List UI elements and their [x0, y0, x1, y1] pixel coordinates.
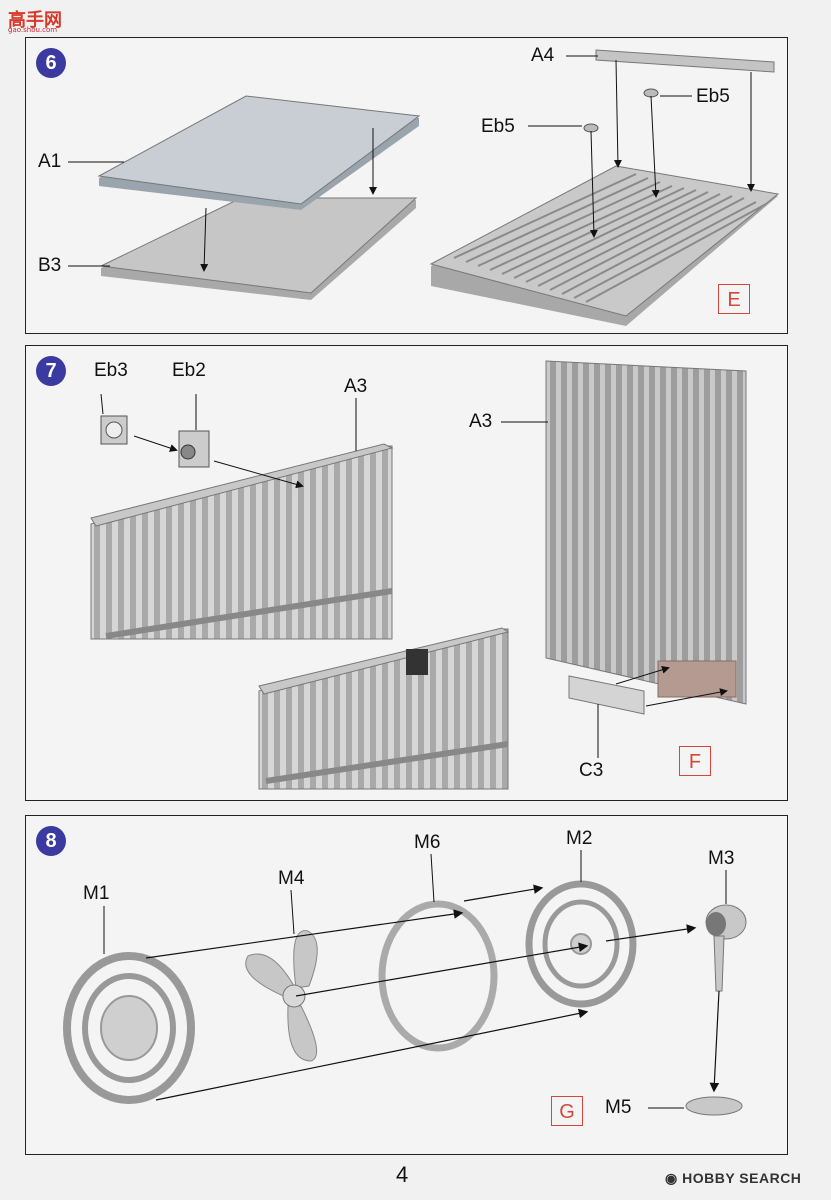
part-label-a3: A3	[469, 411, 493, 432]
part-m3-shape	[705, 904, 747, 992]
part-label-m3: M3	[708, 848, 735, 869]
part-m2-shape	[525, 880, 637, 1008]
assembly-box-f: F	[679, 746, 711, 776]
part-a3-shape	[545, 360, 747, 705]
watermark-logo: 高手网 gao.shou.com	[8, 6, 68, 34]
part-label-eb3: Eb3	[94, 360, 128, 381]
part-label-m1: M1	[83, 883, 110, 904]
assembly-box-e: E	[718, 284, 750, 314]
watermark-site-name: 高手网	[8, 10, 62, 31]
part-m4-shape	[245, 930, 318, 1062]
step-6-panel: 6 A1 B3 A4 Eb5 Eb5 E	[25, 37, 788, 334]
part-label-b3: B3	[38, 255, 62, 276]
part-label-eb5: Eb5	[481, 116, 515, 137]
step-number-badge: 7	[36, 356, 66, 386]
part-label-m4: M4	[278, 868, 305, 889]
part-label-m2: M2	[566, 828, 593, 849]
part-m5-shape	[685, 1096, 743, 1116]
panel-a3-section	[90, 445, 393, 640]
part-label-eb5: Eb5	[696, 86, 730, 107]
watermark-url: gao.shou.com	[8, 26, 58, 34]
step-8-panel: 8 M1 M4 M6 M2 M3 M5 G	[25, 815, 788, 1155]
part-label-m6: M6	[414, 832, 441, 853]
part-a4-shape	[595, 49, 775, 73]
step-number-badge: 8	[36, 826, 66, 856]
part-label-c3: C3	[579, 760, 604, 781]
step-7-panel: 7 Eb3 Eb2 A3 A3 C3 F	[25, 345, 788, 801]
publisher-logo-icon: ◉	[665, 1170, 683, 1186]
part-m1-shape	[63, 952, 195, 1104]
step-6-illustration	[68, 49, 780, 326]
part-label-a3: A3	[344, 376, 368, 397]
part-label-m5: M5	[605, 1097, 632, 1118]
step-7-illustration	[90, 360, 747, 790]
step-8-illustration	[63, 850, 747, 1116]
step-number-badge: 6	[36, 48, 66, 78]
part-c3-shape	[568, 675, 645, 715]
publisher-watermark: ◉ HOBBY SEARCH	[665, 1170, 801, 1187]
part-m6-shape	[378, 900, 498, 1052]
part-label-a1: A1	[38, 151, 62, 172]
assembly-box-g: G	[551, 1096, 583, 1126]
part-label-eb2: Eb2	[172, 360, 206, 381]
part-label-a4: A4	[531, 45, 555, 66]
publisher-name: HOBBY SEARCH	[682, 1170, 802, 1186]
page-number: 4	[396, 1162, 409, 1187]
